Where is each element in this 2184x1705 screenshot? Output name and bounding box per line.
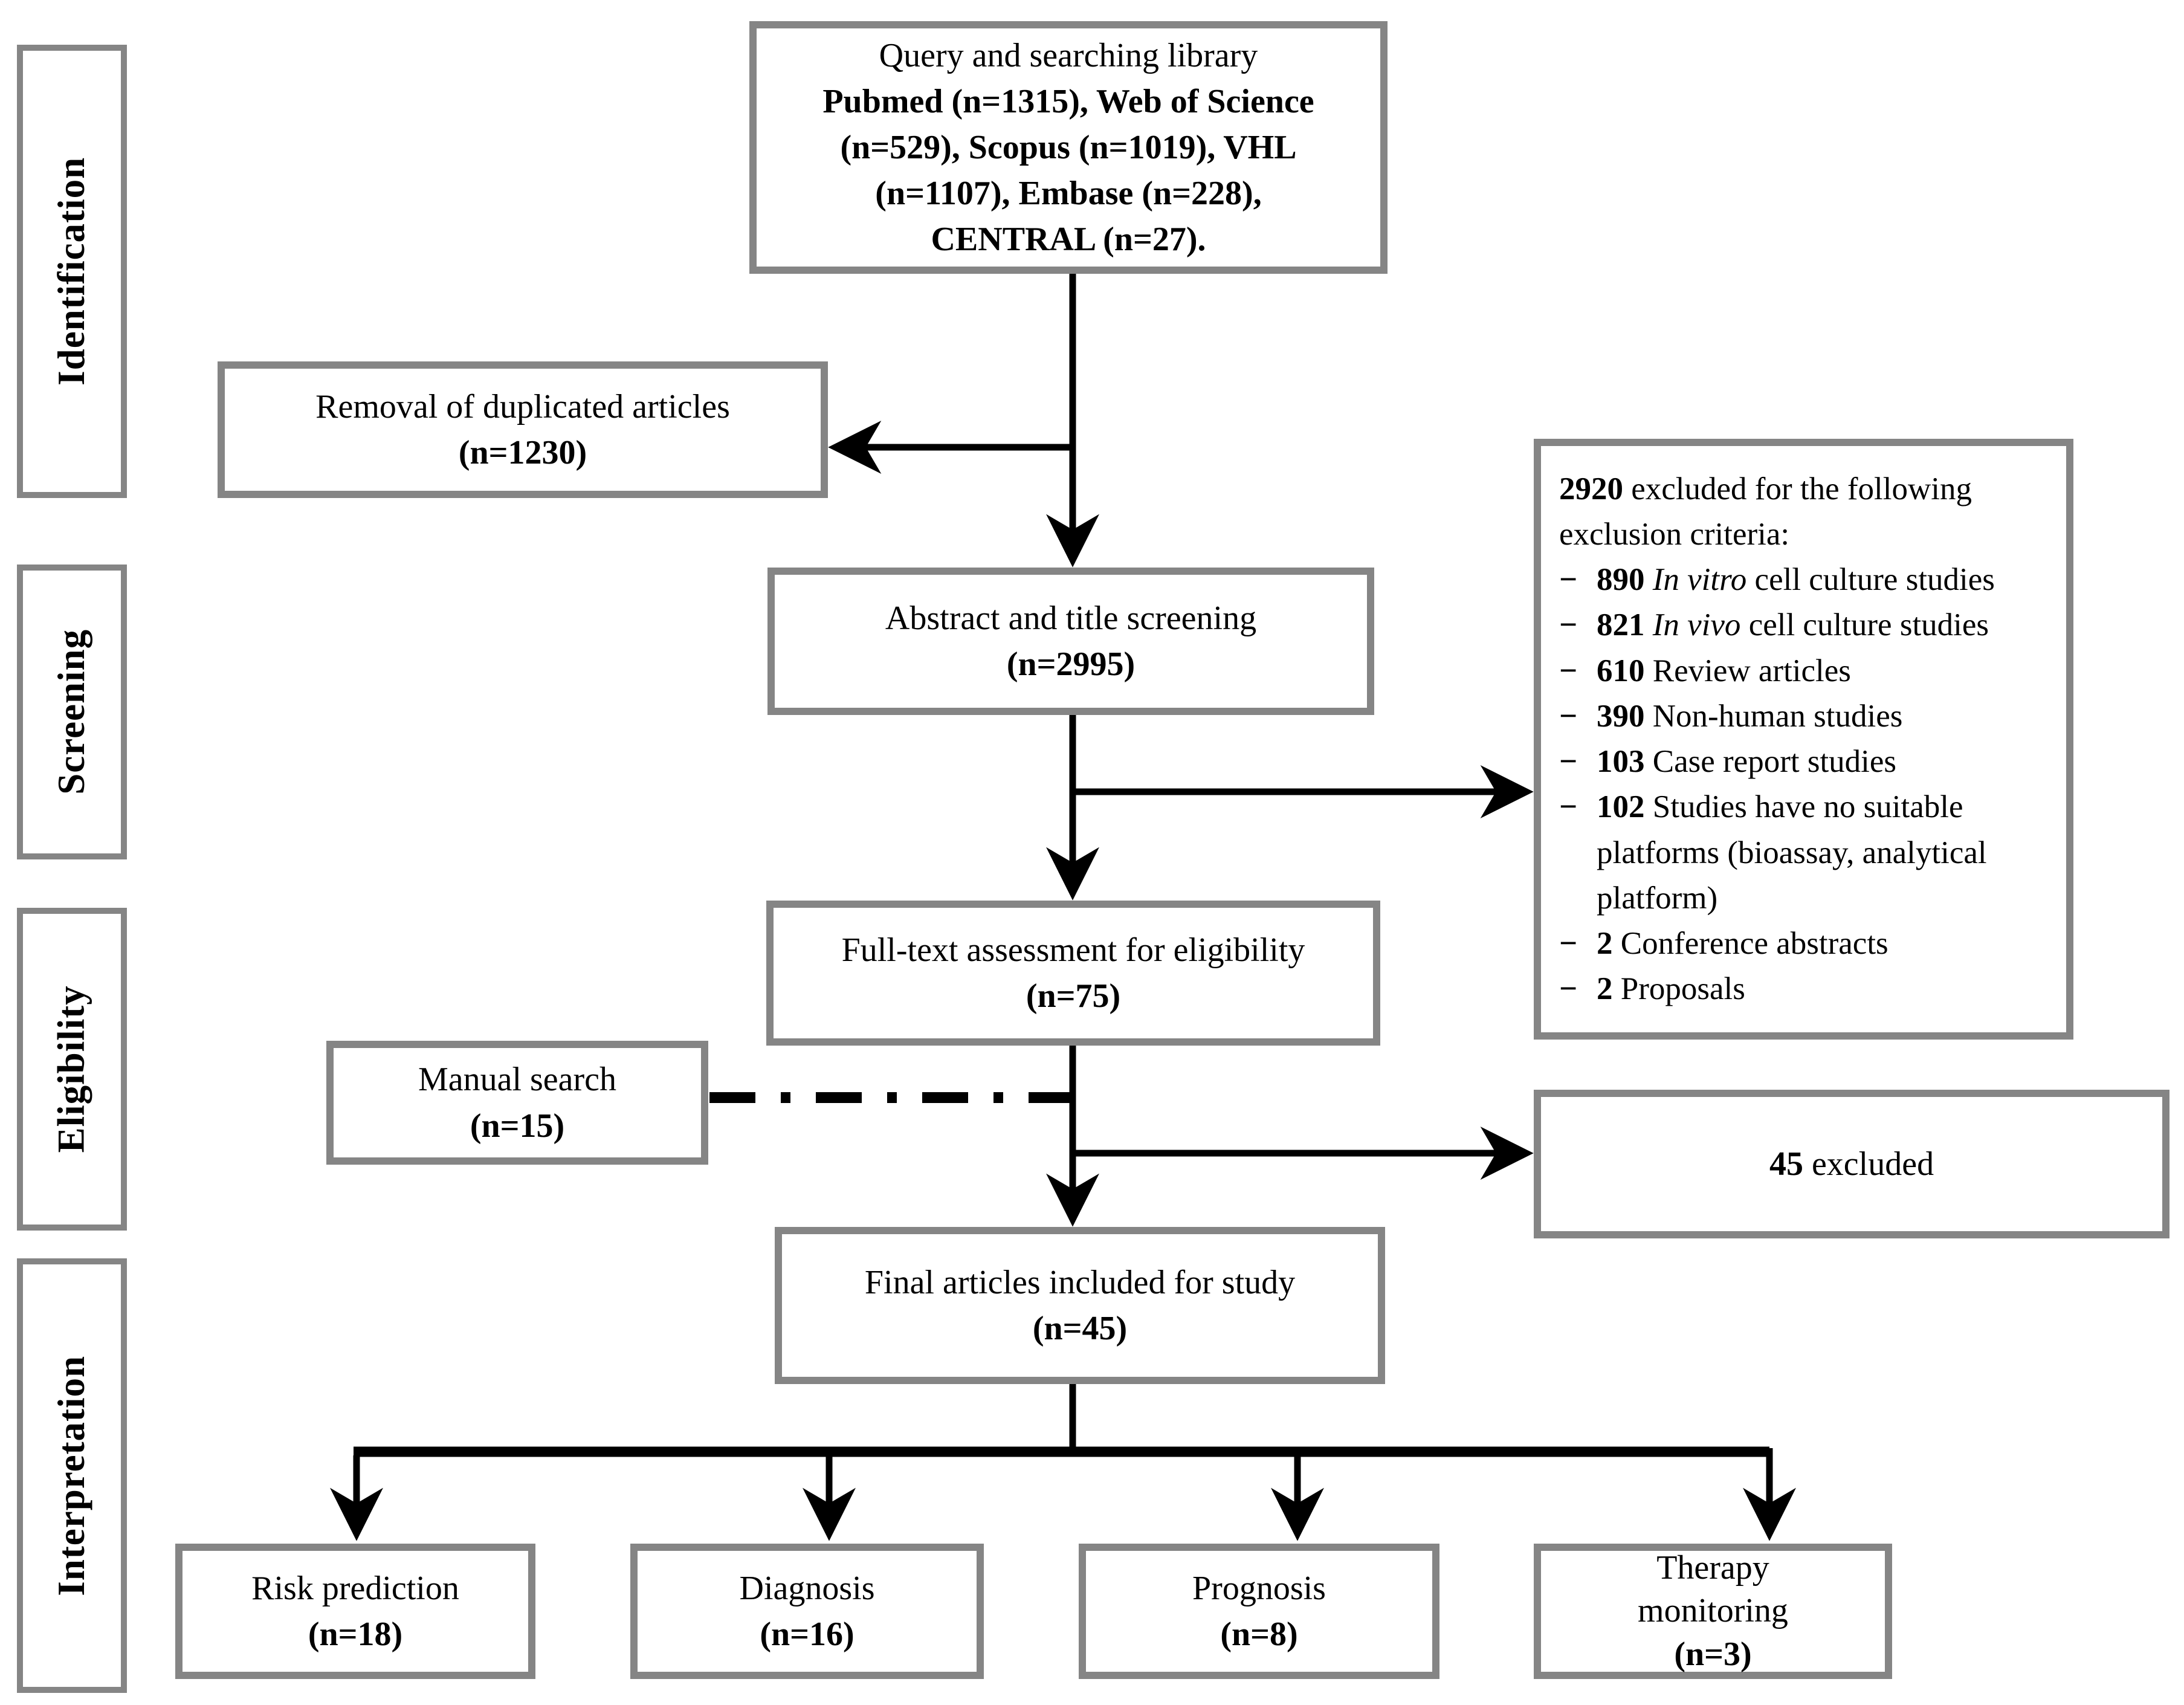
- dash-bullet: −: [1559, 562, 1578, 597]
- box-count: (n=75): [1026, 977, 1121, 1015]
- stage-label: Interpretation: [50, 1355, 93, 1596]
- box-title: Therapy monitoring: [1638, 1548, 1788, 1630]
- duplicates-removed-box: Removal of duplicated articles (n=1230): [218, 361, 828, 498]
- box-title: Diagnosis: [739, 1569, 875, 1607]
- stage-interpretation: Interpretation: [17, 1258, 127, 1693]
- box-title: Removal of duplicated articles: [315, 387, 730, 425]
- exclusion-item: −890 In vitro cell culture studies: [1559, 557, 2056, 603]
- fulltext-assessment-box: Full-text assessment for eligibility (n=…: [766, 901, 1380, 1046]
- therapy-monitoring-box: Therapy monitoring (n=3): [1534, 1544, 1892, 1679]
- stage-eligibility: Eligibility: [17, 908, 127, 1231]
- box-count: (n=15): [470, 1107, 565, 1145]
- dash-bullet: −: [1559, 971, 1578, 1007]
- exclusion-item-text: 890 In vitro cell culture studies: [1597, 562, 1995, 597]
- exclusion-item: −102 Studies have no suitable platforms …: [1559, 785, 2056, 921]
- dash-bullet: −: [1559, 653, 1578, 688]
- exclusion-item: −390 Non-human studies: [1559, 694, 2056, 739]
- stage-label: Eligibility: [50, 985, 93, 1153]
- exclusion-total: 2920: [1559, 471, 1632, 506]
- excluded-45-box: 45 excluded: [1534, 1090, 2169, 1238]
- exclusion-item-text: 2 Proposals: [1597, 971, 1745, 1007]
- diagnosis-box: Diagnosis (n=16): [630, 1544, 984, 1679]
- exclusion-item-text: 102 Studies have no suitable platforms (…: [1597, 789, 1987, 916]
- box-count: (n=1230): [458, 434, 587, 471]
- stage-label: Screening: [50, 629, 93, 795]
- box-count: (n=2995): [1006, 645, 1136, 683]
- dash-bullet: −: [1559, 926, 1578, 961]
- box-title: 45 excluded: [1769, 1145, 1934, 1183]
- manual-search-box: Manual search (n=15): [326, 1041, 708, 1165]
- box-count: (n=16): [760, 1616, 855, 1653]
- box-count: (n=3): [1674, 1635, 1752, 1673]
- exclusion-item: −2 Proposals: [1559, 966, 2056, 1012]
- risk-prediction-box: Risk prediction (n=18): [175, 1544, 535, 1679]
- stage-identification: Identification: [17, 45, 127, 498]
- box-count: (n=45): [1032, 1310, 1128, 1347]
- prognosis-box: Prognosis (n=8): [1079, 1544, 1439, 1679]
- final-articles-box: Final articles included for study (n=45): [775, 1227, 1385, 1384]
- exclusion-item: −103 Case report studies: [1559, 739, 2056, 785]
- exclusion-item-text: 2 Conference abstracts: [1597, 926, 1888, 961]
- box-title: Full-text assessment for eligibility: [841, 931, 1305, 969]
- dash-bullet: −: [1559, 607, 1578, 643]
- exclusion-item-text: 610 Review articles: [1597, 653, 1851, 688]
- box-title: Abstract and title screening: [885, 599, 1257, 637]
- exclusion-criteria-box: 2920 excluded for the following exclusio…: [1534, 439, 2073, 1040]
- box-count: (n=18): [308, 1616, 403, 1653]
- box-title: Manual search: [418, 1061, 617, 1099]
- exclusion-item: −610 Review articles: [1559, 649, 2056, 694]
- query-databases: Pubmed (n=1315), Web of Science (n=529),…: [822, 82, 1314, 259]
- query-library-box: Query and searching library Pubmed (n=13…: [749, 21, 1388, 274]
- stage-screening: Screening: [17, 565, 127, 859]
- exclusion-item-text: 390 Non-human studies: [1597, 698, 1903, 734]
- exclusion-item-text: 821 In vivo cell culture studies: [1597, 607, 1989, 643]
- query-title: Query and searching library: [879, 36, 1258, 74]
- dash-bullet: −: [1559, 698, 1578, 734]
- dash-bullet: −: [1559, 789, 1578, 825]
- exclusion-header-text: excluded for the following exclusion cri…: [1559, 471, 1972, 552]
- box-count: (n=8): [1220, 1616, 1298, 1653]
- exclusion-item: −2 Conference abstracts: [1559, 921, 2056, 966]
- dash-bullet: −: [1559, 744, 1578, 779]
- box-title: Final articles included for study: [864, 1263, 1296, 1301]
- exclusion-header: 2920 excluded for the following exclusio…: [1559, 467, 2056, 558]
- stage-label: Identification: [50, 157, 93, 386]
- abstract-screening-box: Abstract and title screening (n=2995): [767, 568, 1374, 715]
- exclusion-item: −821 In vivo cell culture studies: [1559, 603, 2056, 648]
- box-title: Risk prediction: [251, 1569, 459, 1607]
- exclusion-item-text: 103 Case report studies: [1597, 744, 1897, 779]
- box-title: Prognosis: [1192, 1569, 1326, 1607]
